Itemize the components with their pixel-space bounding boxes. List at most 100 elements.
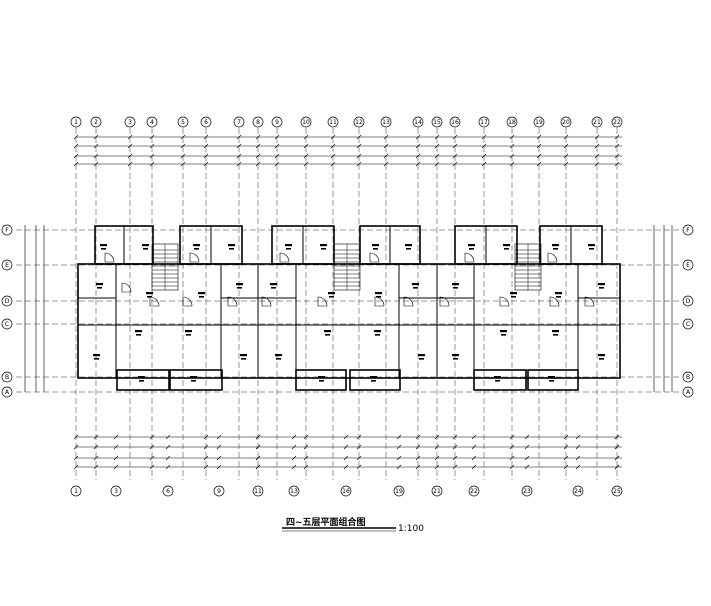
svg-text:C: C: [5, 321, 9, 328]
svg-text:22: 22: [613, 119, 621, 126]
svg-text:16: 16: [342, 488, 350, 495]
axis-bubble-B: B: [682, 371, 694, 383]
room-labels: [93, 244, 605, 382]
axis-bubble-1: 1: [70, 485, 82, 497]
axis-bubble-9: 9: [213, 485, 225, 497]
axis-bubble-A: A: [682, 386, 694, 398]
stair-treads: [152, 244, 541, 290]
axis-bubble-11: 11: [252, 485, 264, 497]
svg-text:1: 1: [74, 488, 78, 495]
right-axis-bubbles: F E D C B A: [682, 224, 694, 398]
axis-bubble-13: 13: [288, 485, 300, 497]
interior-partitions: [78, 226, 620, 378]
axis-bubble-13: 13: [380, 116, 392, 128]
axis-bubble-20: 20: [560, 116, 572, 128]
svg-text:F: F: [5, 227, 9, 234]
left-axis-bubbles: F E D C BA: [1, 224, 13, 398]
axis-bubble-10: 10: [300, 116, 312, 128]
drawing-scale: 1:100: [398, 524, 424, 534]
axis-bubble-11: 11: [327, 116, 339, 128]
axis-bubble-8: 8: [252, 116, 264, 128]
stairwells: [151, 243, 542, 291]
svg-text:1: 1: [74, 119, 78, 126]
svg-text:18: 18: [508, 119, 516, 126]
svg-text:21: 21: [433, 488, 441, 495]
axis-bubble-23: 23: [521, 485, 533, 497]
axis-bubble-15: 15: [431, 116, 443, 128]
axis-bubble-C: C: [682, 318, 694, 330]
svg-text:D: D: [686, 298, 691, 305]
axis-bubble-16: 16: [340, 485, 352, 497]
axis-bubble-7: 7: [233, 116, 245, 128]
drawing-title: 四~五层平面组合图: [286, 516, 366, 528]
svg-text:E: E: [5, 262, 9, 269]
axis-bubble-F: F: [682, 224, 694, 236]
axis-bubble-4: 4: [146, 116, 158, 128]
svg-text:5: 5: [181, 119, 185, 126]
svg-text:23: 23: [523, 488, 531, 495]
axis-bubble-6: 6: [162, 485, 174, 497]
svg-text:14: 14: [414, 119, 422, 126]
axis-bubble-E: E: [682, 259, 694, 271]
axis-bubble-D: D: [682, 295, 694, 307]
top-dimension-lines: [76, 136, 622, 165]
svg-text:6: 6: [204, 119, 208, 126]
svg-text:B: B: [5, 374, 9, 381]
svg-text:13: 13: [382, 119, 390, 126]
svg-text:4: 4: [150, 119, 154, 126]
bottom-dimension-ticks: [73, 434, 620, 470]
svg-text:F: F: [686, 227, 690, 234]
axis-bubble-25: 25: [611, 485, 623, 497]
door-swings: [104, 252, 595, 307]
svg-text:24: 24: [574, 488, 582, 495]
svg-text:16: 16: [451, 119, 459, 126]
svg-text:13: 13: [290, 488, 298, 495]
svg-text:C: C: [686, 321, 690, 328]
svg-text:20: 20: [562, 119, 570, 126]
svg-text:7: 7: [237, 119, 241, 126]
axis-bubble-E: E: [1, 259, 13, 271]
bottom-dimension-lines: [76, 436, 622, 468]
svg-text:19: 19: [395, 488, 403, 495]
axis-bubble-2: 2: [90, 116, 102, 128]
svg-text:19: 19: [535, 119, 543, 126]
svg-text:21: 21: [593, 119, 601, 126]
axis-bubble-22: 22: [468, 485, 480, 497]
axis-bubble-D: D: [1, 295, 13, 307]
axis-bubble-22: 22: [611, 116, 623, 128]
svg-text:3: 3: [128, 119, 132, 126]
svg-text:22: 22: [470, 488, 478, 495]
svg-text:A: A: [686, 389, 691, 396]
svg-text:B: B: [686, 374, 690, 381]
axis-grid: [16, 128, 682, 480]
svg-text:25: 25: [613, 488, 621, 495]
svg-text:11: 11: [329, 119, 337, 126]
svg-text:15: 15: [433, 119, 441, 126]
svg-text:D: D: [5, 298, 10, 305]
svg-text:17: 17: [480, 119, 488, 126]
svg-text:11: 11: [254, 488, 262, 495]
axis-bubble-9: 9: [271, 116, 283, 128]
svg-text:2: 2: [94, 119, 98, 126]
axis-bubble-3: 3: [124, 116, 136, 128]
axis-bubble-3: 3: [110, 485, 122, 497]
axis-bubble-B: B: [1, 371, 13, 383]
svg-text:10: 10: [302, 119, 310, 126]
svg-text:E: E: [686, 262, 690, 269]
svg-text:12: 12: [355, 119, 363, 126]
axis-bubble-C: C: [1, 318, 13, 330]
side-dimension-lines: [24, 225, 673, 392]
svg-text:3: 3: [114, 488, 118, 495]
axis-bubble-19: 19: [533, 116, 545, 128]
axis-bubble-19: 19: [393, 485, 405, 497]
axis-bubble-6: 6: [200, 116, 212, 128]
axis-bubble-A: A: [1, 386, 13, 398]
top-dimension-ticks: [73, 134, 620, 167]
axis-bubble-16: 16: [449, 116, 461, 128]
svg-text:8: 8: [256, 119, 260, 126]
axis-bubble-F: F: [1, 224, 13, 236]
